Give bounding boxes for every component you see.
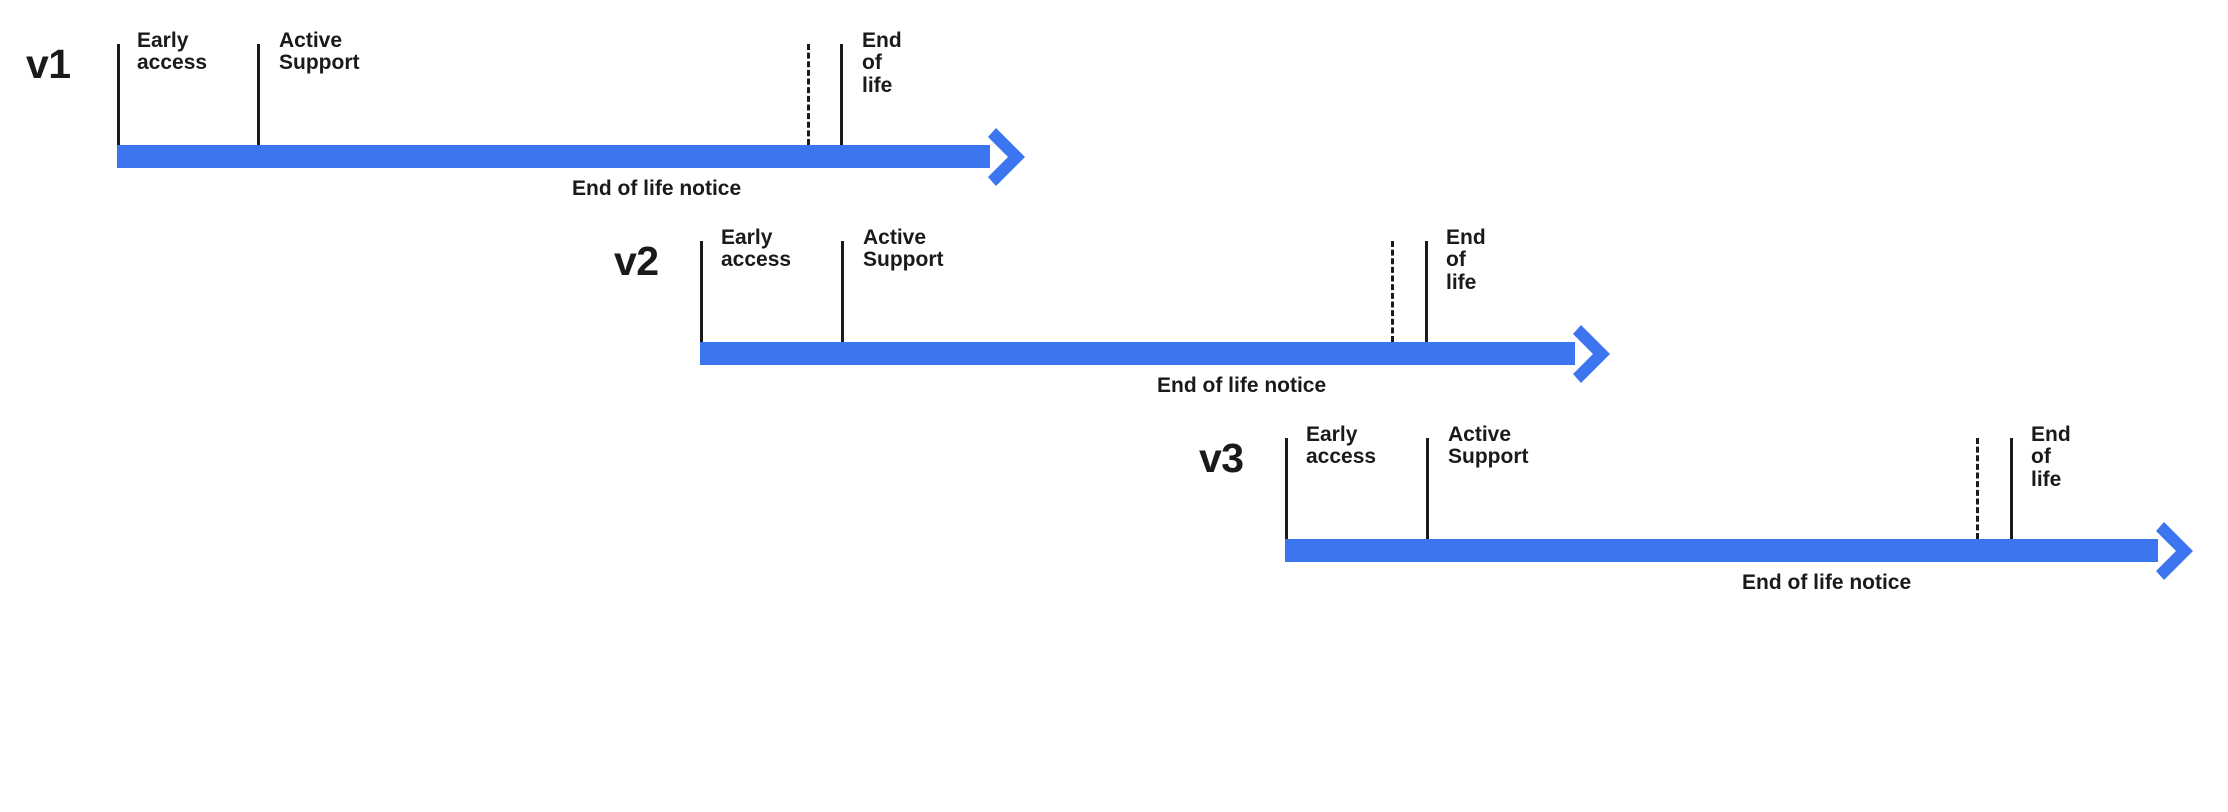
early-access-divider-v3 bbox=[1285, 438, 1288, 539]
timeline-arrow-icon-v1 bbox=[988, 127, 1050, 186]
active-support-divider-v1 bbox=[257, 44, 260, 145]
end-of-life-notice-dashed-divider-v3 bbox=[1976, 438, 1979, 539]
version-label-v3: v3 bbox=[1199, 435, 1244, 481]
end-of-life-notice-dashed-divider-v1 bbox=[807, 44, 810, 145]
phase-label-early-access-v1: Early access bbox=[137, 29, 208, 75]
active-support-divider-v3 bbox=[1426, 438, 1429, 539]
lifecycle-track-v2 bbox=[700, 342, 1575, 365]
version-label-v1: v1 bbox=[26, 41, 71, 87]
end-of-life-divider-v1 bbox=[840, 44, 843, 145]
timeline-arrow-icon-v3 bbox=[2156, 521, 2218, 580]
active-support-divider-v2 bbox=[841, 241, 844, 342]
phase-label-active-support-v2: Active Support bbox=[863, 226, 944, 272]
lifecycle-track-v3 bbox=[1285, 539, 2158, 562]
phase-label-end-of-life-v3: End of life bbox=[2031, 423, 2071, 491]
end-of-life-notice-label-v2: End of life notice bbox=[1157, 374, 1327, 397]
phase-label-end-of-life-v2: End of life bbox=[1446, 226, 1486, 294]
end-of-life-divider-v2 bbox=[1425, 241, 1428, 342]
lifecycle-track-v1 bbox=[117, 145, 990, 168]
end-of-life-divider-v3 bbox=[2010, 438, 2013, 539]
phase-label-active-support-v1: Active Support bbox=[279, 29, 360, 75]
phase-label-early-access-v3: Early access bbox=[1306, 423, 1377, 469]
version-label-v2: v2 bbox=[614, 238, 659, 284]
end-of-life-notice-dashed-divider-v2 bbox=[1391, 241, 1394, 342]
phase-label-end-of-life-v1: End of life bbox=[862, 29, 902, 97]
early-access-divider-v2 bbox=[700, 241, 703, 342]
early-access-divider-v1 bbox=[117, 44, 120, 145]
phase-label-early-access-v2: Early access bbox=[721, 226, 792, 272]
phase-label-active-support-v3: Active Support bbox=[1448, 423, 1529, 469]
timeline-arrow-icon-v2 bbox=[1573, 324, 1635, 383]
end-of-life-notice-label-v1: End of life notice bbox=[572, 177, 742, 200]
end-of-life-notice-label-v3: End of life notice bbox=[1742, 571, 1912, 594]
